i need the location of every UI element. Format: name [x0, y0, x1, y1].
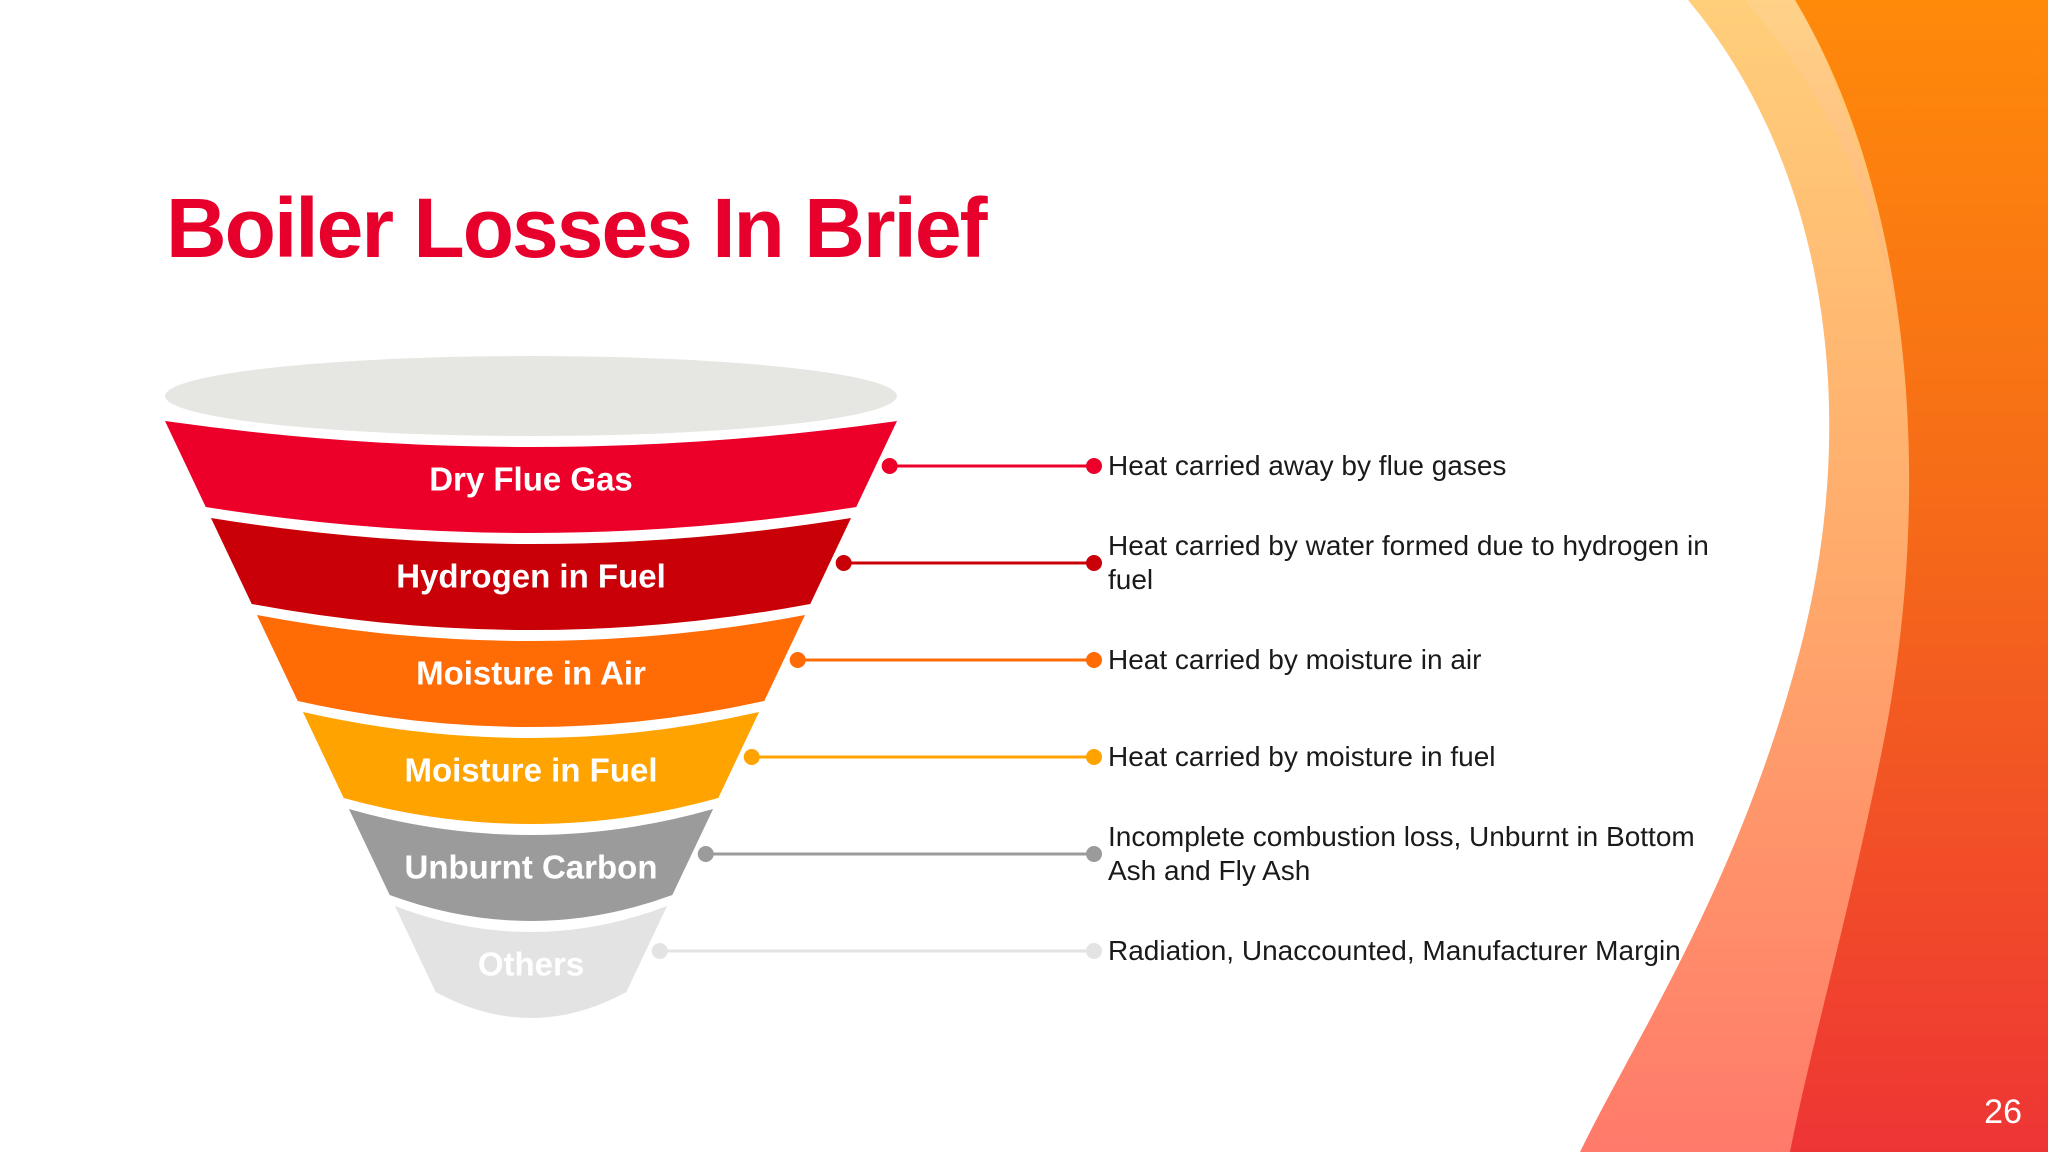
funnel-label-3: Moisture in Air [416, 654, 646, 691]
connector-dot-4-start [743, 749, 760, 765]
connector-dot-5-start [697, 846, 714, 862]
funnel-label-6: Others [478, 945, 584, 982]
funnel-segment-2 [210, 518, 852, 630]
connector-dot-1-start [881, 458, 898, 474]
connector-dot-4-end [1086, 749, 1102, 765]
connector-dot-2-end [1086, 555, 1102, 571]
description-3: Heat carried by moisture in air [1108, 644, 1482, 675]
connector-dot-3-end [1086, 652, 1102, 668]
connector-dot-6-start [651, 943, 668, 959]
funnel-label-5: Unburnt Carbon [405, 848, 658, 885]
description-1: Heat carried away by flue gases [1108, 450, 1507, 481]
funnel-segment-5 [348, 809, 714, 921]
funnel-segment-1 [165, 421, 897, 533]
funnel-segment-6 [394, 906, 668, 1018]
funnel-label-1: Dry Flue Gas [429, 460, 633, 497]
description-5: Incomplete combustion loss, Unburnt in B… [1108, 821, 1695, 886]
funnel-top-rim [165, 356, 897, 436]
wave-accent [1745, 0, 1900, 330]
connector-dot-6-end [1086, 943, 1102, 959]
connector-dot-3-start [789, 652, 806, 668]
funnel-segment-3 [256, 615, 806, 727]
connector-dot-2-start [835, 555, 852, 571]
connector-dot-5-end [1086, 846, 1102, 862]
description-6: Radiation, Unaccounted, Manufacturer Mar… [1108, 935, 1681, 966]
connectors [651, 458, 1102, 959]
slide-title: Boiler Losses In Brief [166, 181, 988, 275]
funnel-label-2: Hydrogen in Fuel [396, 557, 666, 594]
description-4: Heat carried by moisture in fuel [1108, 741, 1496, 772]
description-2: Heat carried by water formed due to hydr… [1108, 530, 1709, 595]
wave-dark [1790, 0, 2048, 1152]
funnel-label-4: Moisture in Fuel [404, 751, 657, 788]
background-waves [1580, 0, 2048, 1152]
funnel-segment-4 [302, 712, 760, 824]
slide-number: 26 [1984, 1093, 2022, 1131]
connector-dot-1-end [1086, 458, 1102, 474]
